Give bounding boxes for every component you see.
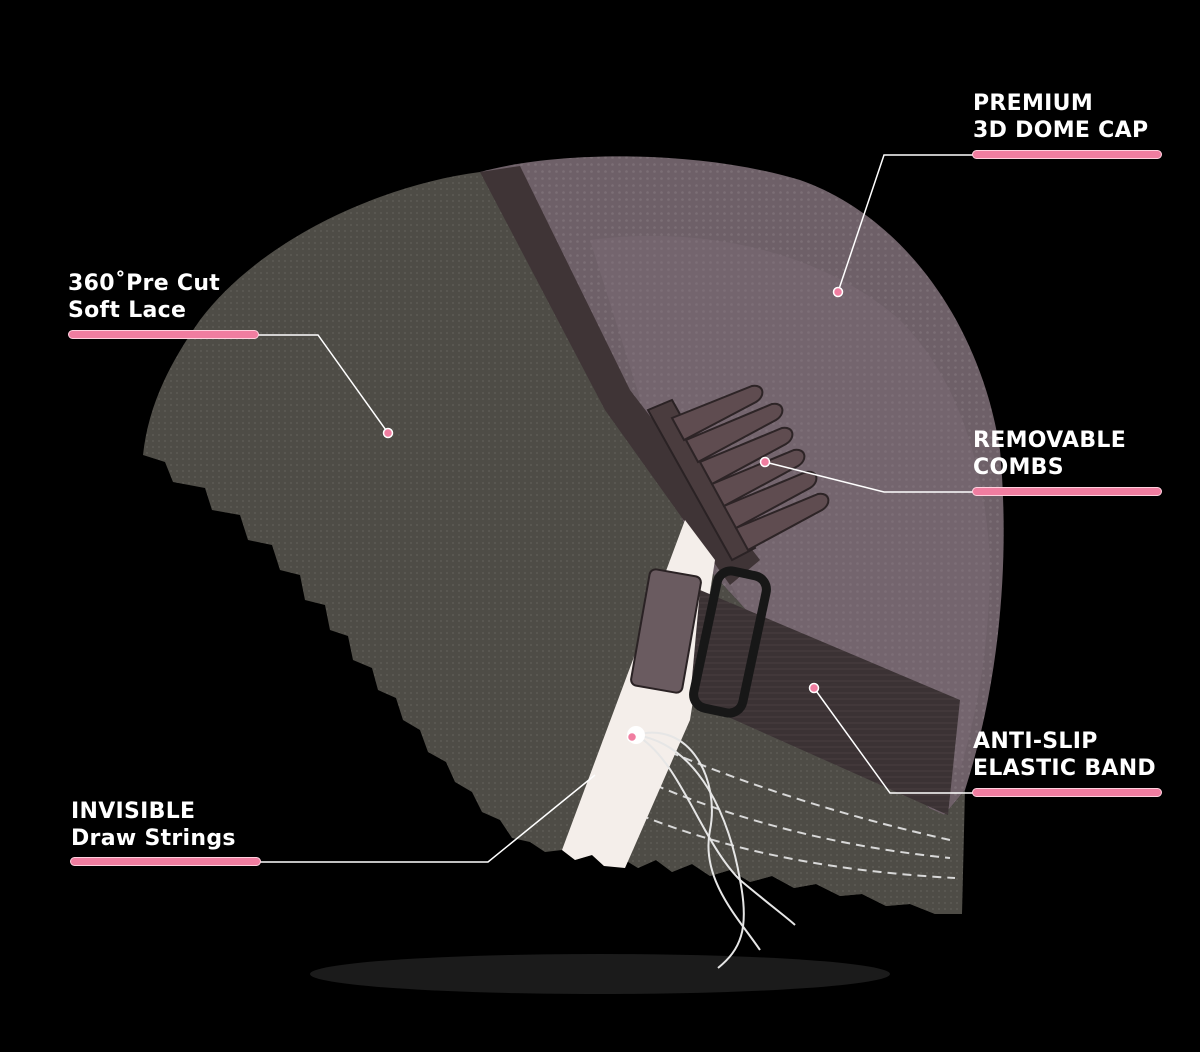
pointer-dots: [382, 286, 844, 743]
callout-pre-cut-lace: 360˚Pre Cut Soft Lace: [68, 270, 220, 324]
callout-underline: [70, 857, 261, 866]
callout-line: COMBS: [973, 455, 1064, 480]
callout-draw-strings: INVISIBLE Draw Strings: [71, 798, 236, 852]
draw-strings: [635, 731, 796, 969]
callout-underline: [68, 330, 259, 339]
comb-base: [646, 398, 757, 562]
callout-elastic-band: ANTI-SLIP ELASTIC BAND: [973, 728, 1156, 782]
callout-line: INVISIBLE: [71, 799, 196, 824]
callout-removable-combs: REMOVABLE COMBS: [973, 427, 1126, 481]
band-clip: [689, 566, 771, 718]
stitch-line: [669, 751, 951, 841]
leader-lines: [258, 154, 978, 863]
callout-line: 360˚Pre Cut: [68, 271, 221, 296]
comb-teeth: [670, 384, 830, 552]
callout-underline: [972, 150, 1162, 159]
callout-line: ANTI-SLIP: [973, 729, 1098, 754]
band-clip-inner: [630, 568, 702, 694]
callout-line: ELASTIC BAND: [973, 756, 1156, 781]
ground-shadow: [310, 954, 890, 994]
callout-premium-dome-cap: PREMIUM 3D DOME CAP: [973, 90, 1148, 144]
callout-line: REMOVABLE: [973, 428, 1127, 453]
callout-underline: [972, 487, 1162, 496]
callout-line: Soft Lace: [68, 298, 187, 323]
callout-line: Draw Strings: [71, 826, 236, 851]
stitch-line: [654, 784, 951, 859]
callout-underline: [972, 788, 1162, 797]
callout-line: PREMIUM: [973, 91, 1094, 116]
dome-lining: [590, 235, 990, 770]
callout-line: 3D DOME CAP: [973, 118, 1149, 143]
